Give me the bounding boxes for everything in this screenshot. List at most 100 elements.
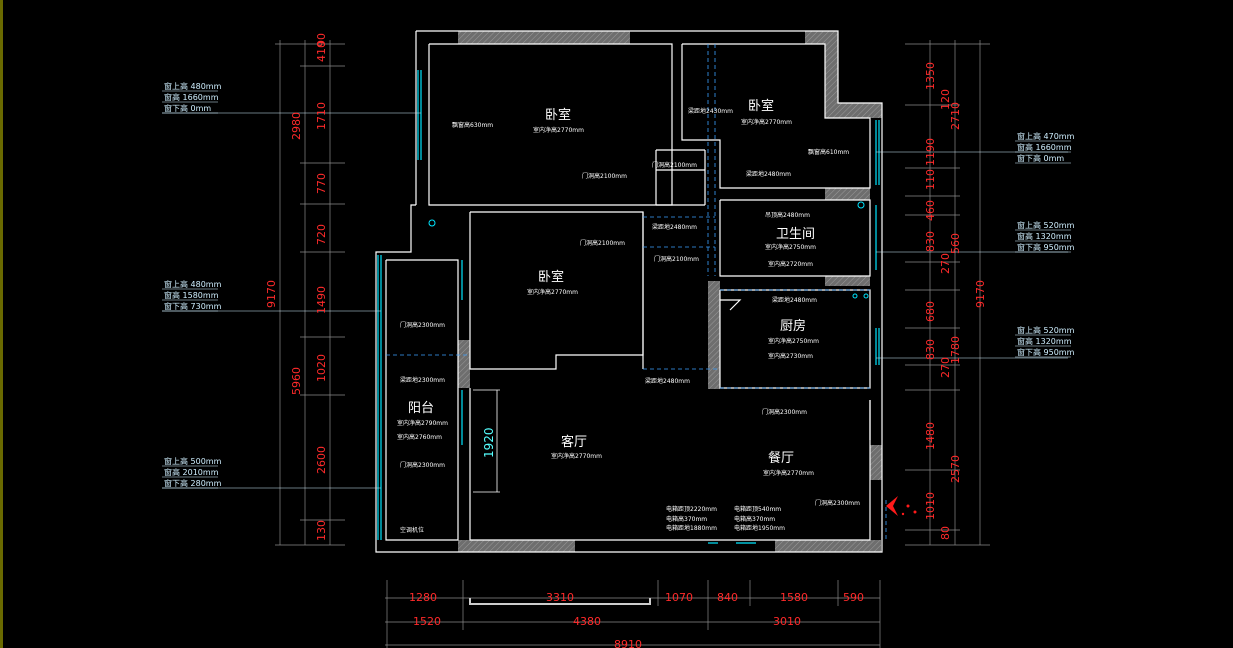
tag-kit-door: 门洞高2300mm (762, 408, 807, 416)
tag-elec2a: 电箱距顶540mm (734, 505, 781, 513)
bottom-dimensions: 1280 3310 1070 840 1580 590 1520 4380 30… (409, 591, 864, 648)
dim-bottom-1580: 1580 (780, 591, 808, 604)
tag-b3-height: 室内净高2770mm (527, 288, 578, 296)
tag-bath-h1: 吊顶高2480mm (765, 211, 810, 219)
tag-ac-unit: 空调机位 (400, 526, 424, 534)
tag-elec1c: 电箱距地1880mm (666, 524, 717, 532)
dim-right-1780: 1780 (949, 336, 962, 364)
tag-elec1a: 电箱距顶2220mm (666, 505, 717, 513)
tag-bath-h2: 室内净高2750mm (765, 243, 816, 251)
dimension-lines (275, 40, 990, 648)
tag-bal-door2: 门洞高2300mm (400, 461, 445, 469)
dim-left-90: 90 (315, 33, 328, 47)
tag-door4: 门洞高2100mm (654, 255, 699, 263)
tag-b2-beam-low: 梁距地2480mm (746, 170, 791, 178)
room-bathroom: 卫生间 (776, 227, 815, 242)
dim-left-1020: 1020 (315, 354, 328, 382)
dim-left-2980: 2980 (290, 112, 303, 140)
dim-bottom-4380: 4380 (573, 615, 601, 628)
living-window-dim: 1920 (469, 389, 651, 605)
tag-bal-h1: 室内净高2790mm (397, 419, 448, 427)
tag-bay1: 飘窗高630mm (452, 121, 493, 129)
tag-kit-h1: 室内净高2750mm (768, 337, 819, 345)
dim-left-410: 410 (315, 41, 328, 62)
tag-living-height: 室内净高2770mm (551, 452, 602, 460)
dim-right-1480: 1480 (924, 422, 937, 450)
dim-right-270a: 270 (939, 253, 952, 274)
dim-right-830b: 830 (924, 339, 937, 360)
tag-entry-door: 门洞高2300mm (815, 499, 860, 507)
tag-bal-h2: 室内高2760mm (397, 433, 442, 441)
dim-left-720: 720 (315, 224, 328, 245)
concrete-walls (458, 31, 882, 552)
tag-b2-height: 室内净高2770mm (741, 118, 792, 126)
dim-right-1190: 1190 (924, 138, 937, 166)
room-labels: 卧室 卧室 卧室 卫生间 厨房 阳台 客厅 餐厅 (408, 98, 815, 466)
window-note-line: 窗高 1660mm (1017, 142, 1072, 152)
room-dining: 餐厅 (768, 450, 794, 466)
dim-right-total: 9170 (974, 280, 987, 308)
dim-right-120: 120 (939, 89, 952, 110)
dim-left-770: 770 (315, 173, 328, 194)
tag-b2-beam: 梁距地2430mm (688, 107, 733, 115)
window-note-line: 窗下高 730mm (164, 301, 222, 311)
tag-balcony-beam: 梁距地2300mm (400, 376, 445, 384)
window-note-line: 窗高 2010mm (164, 467, 219, 477)
window-note-line: 窗高 1580mm (164, 290, 219, 300)
window-note-line: 窗高 1320mm (1017, 336, 1072, 346)
dim-left-total: 9170 (265, 280, 278, 308)
dim-left-2600: 2600 (315, 446, 328, 474)
window-note-line: 窗上高 520mm (1017, 325, 1075, 335)
dim-right-110: 110 (924, 169, 937, 190)
dim-right-80: 80 (939, 526, 952, 540)
tag-elec2c: 电箱距地1950mm (734, 524, 785, 532)
room-bedroom-3: 卧室 (538, 269, 564, 285)
dim-bottom-1280: 1280 (409, 591, 437, 604)
dim-living-1920: 1920 (482, 427, 496, 458)
viewport-edge (0, 0, 3, 648)
tag-elec1b: 电箱高370mm (666, 515, 707, 523)
window-note-line: 窗下高 0mm (1017, 153, 1064, 163)
window-note-line: 窗下高 0mm (164, 103, 211, 113)
tag-beam-kitchen: 梁距地2480mm (772, 296, 817, 304)
dim-right-270b: 270 (939, 357, 952, 378)
window-note-line: 窗上高 470mm (1017, 131, 1075, 141)
dim-bottom-840: 840 (717, 591, 738, 604)
dim-right-460: 460 (924, 200, 937, 221)
dim-bottom-1520: 1520 (413, 615, 441, 628)
dim-bottom-3010: 3010 (773, 615, 801, 628)
room-bedroom-2: 卧室 (748, 98, 774, 114)
dim-bottom-3310: 3310 (546, 591, 574, 604)
beam-dashed-lines (386, 44, 887, 540)
tag-dining-height: 室内净高2770mm (763, 469, 814, 477)
room-balcony: 阳台 (408, 401, 434, 416)
dim-right-1350: 1350 (924, 62, 937, 90)
left-dimensions: 410 90 1710 770 720 1490 1020 2600 130 2… (265, 33, 328, 541)
tag-door3: 门洞高2100mm (580, 239, 625, 247)
window-note-line: 窗上高 480mm (164, 81, 222, 91)
room-living: 客厅 (561, 434, 587, 450)
window-note-line: 窗高 1660mm (164, 92, 219, 102)
tag-door1: 门洞高2100mm (582, 172, 627, 180)
dim-right-680: 680 (924, 301, 937, 322)
annotation-tags: 飘窗高630mm 飘窗高610mm 室内净高2770mm 梁距地2430mm 室… (397, 107, 860, 534)
dim-left-1710: 1710 (315, 102, 328, 130)
dim-right-560: 560 (949, 233, 962, 254)
dim-bottom-1070: 1070 (665, 591, 693, 604)
window-note-line: 窗上高 480mm (164, 279, 222, 289)
window-note-line: 窗下高 280mm (164, 478, 222, 488)
dim-right-2710: 2710 (949, 102, 962, 130)
right-dimensions: 1350 1190 110 460 830 270 680 830 270 14… (924, 62, 987, 540)
corner-marks (428, 201, 869, 299)
tag-elec2b: 电箱高370mm (734, 515, 775, 523)
tag-bay2: 飘窗高610mm (808, 148, 849, 156)
room-bedroom-1: 卧室 (545, 107, 571, 123)
room-kitchen: 厨房 (780, 318, 806, 334)
window-note-line: 窗下高 950mm (1017, 242, 1075, 252)
tag-living-beam: 梁距地2480mm (645, 377, 690, 385)
windows (377, 70, 880, 544)
dim-left-1490: 1490 (315, 286, 328, 314)
dim-bottom-590: 590 (843, 591, 864, 604)
